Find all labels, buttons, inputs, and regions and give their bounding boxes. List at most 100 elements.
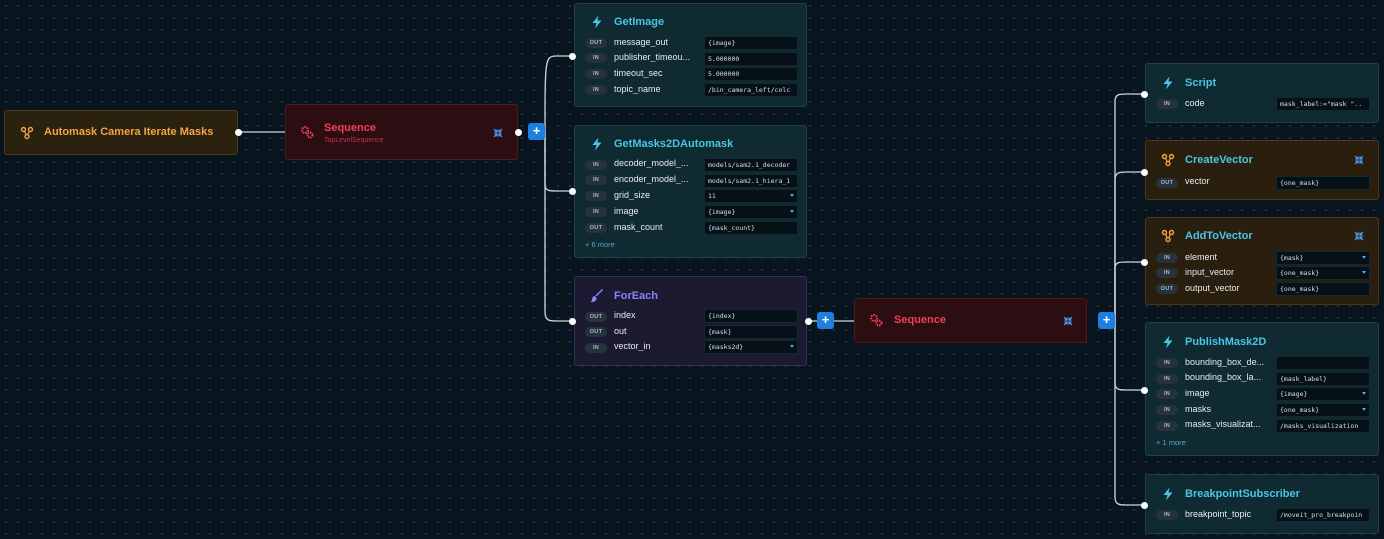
more-ports-link[interactable]: + 6 more <box>585 240 615 249</box>
node-title: BreakpointSubscriber <box>1185 488 1300 500</box>
input-port-dot[interactable] <box>1141 259 1148 266</box>
chevron-down-icon <box>1362 271 1366 274</box>
port-value-field[interactable]: /bin_camera_left/colc <box>704 83 798 97</box>
chevron-down-icon <box>790 210 794 213</box>
port-direction-badge: IN <box>585 175 607 185</box>
chevron-down-icon <box>1362 392 1366 395</box>
input-port-dot[interactable] <box>1141 91 1148 98</box>
port-name: bounding_box_de... <box>1185 357 1265 367</box>
lightning-icon <box>592 137 602 151</box>
port-name: element <box>1185 252 1218 262</box>
chevron-down-icon <box>1362 408 1366 411</box>
port-name: vector_in <box>614 341 651 351</box>
port-select[interactable]: {masks2d} <box>704 340 798 354</box>
script-node[interactable]: Script IN code mask_label:="mask ".. <box>1145 63 1379 123</box>
port-value-field[interactable]: 5.000000 <box>704 67 798 81</box>
get-image-node[interactable]: GetImage OUT message_out {image} IN publ… <box>574 3 807 107</box>
collapse-icon[interactable] <box>1354 155 1364 165</box>
collapse-icon[interactable] <box>1354 231 1364 241</box>
input-port-dot[interactable] <box>569 188 576 195</box>
root-title: Automask Camera Iterate Masks <box>44 126 214 138</box>
port-name: message_out <box>614 37 669 47</box>
port-direction-badge: OUT <box>585 223 607 233</box>
port-direction-badge: IN <box>585 343 607 353</box>
sequence-title: Sequence <box>894 314 946 326</box>
port-direction-badge: IN <box>1156 421 1178 431</box>
port-value-field[interactable]: {mask_count} <box>704 221 798 235</box>
port-name: image <box>614 206 639 216</box>
publish-mask-node[interactable]: PublishMask2D IN bounding_box_de... IN b… <box>1145 322 1379 456</box>
sequence-inner-node[interactable]: Sequence <box>854 298 1087 343</box>
port-name: decoder_model_... <box>614 158 689 168</box>
get-masks-node[interactable]: GetMasks2DAutomask IN decoder_model_... … <box>574 125 807 258</box>
port-value-field[interactable]: {index} <box>704 309 798 323</box>
chevron-down-icon <box>790 345 794 348</box>
port-value-field[interactable]: {image} <box>704 36 798 50</box>
port-value-field[interactable]: {mask} <box>704 325 798 339</box>
port-name: vector <box>1185 176 1210 186</box>
output-port-dot[interactable] <box>515 129 522 136</box>
lightning-icon <box>592 15 602 29</box>
port-name: input_vector <box>1185 267 1235 277</box>
add-child-button[interactable]: + <box>528 123 545 140</box>
port-value-field[interactable]: {one_mask} <box>1276 176 1370 190</box>
port-select[interactable]: {image} <box>704 205 798 219</box>
port-name: bounding_box_la... <box>1185 372 1262 382</box>
output-port-dot[interactable] <box>805 318 812 325</box>
port-name: topic_name <box>614 84 661 94</box>
port-name: publisher_timeou... <box>614 52 691 62</box>
port-direction-badge: IN <box>585 191 607 201</box>
input-port-dot[interactable] <box>1141 502 1148 509</box>
port-direction-badge: OUT <box>1156 178 1178 188</box>
port-name: encoder_model_... <box>614 174 689 184</box>
port-value-field[interactable]: {one_mask} <box>1276 282 1370 296</box>
port-value-field[interactable]: /masks_visualization <box>1276 419 1370 433</box>
port-select[interactable]: {mask} <box>1276 251 1370 265</box>
port-value-field[interactable]: /moveit_pro_breakpoin <box>1276 508 1370 522</box>
port-direction-badge: IN <box>585 85 607 95</box>
create-vector-node[interactable]: CreateVector OUT vector {one_mask} <box>1145 140 1379 200</box>
port-select[interactable]: 11 <box>704 189 798 203</box>
port-value-field[interactable]: 5.000000 <box>704 52 798 66</box>
collapse-icon[interactable] <box>493 128 503 138</box>
port-direction-badge: IN <box>585 69 607 79</box>
port-select[interactable]: {one_mask} <box>1276 266 1370 280</box>
port-value-field[interactable] <box>1276 356 1370 370</box>
add-to-vector-node[interactable]: AddToVector IN element {mask} IN input_v… <box>1145 217 1379 305</box>
input-port-dot[interactable] <box>569 53 576 60</box>
port-direction-badge: IN <box>1156 389 1178 399</box>
node-title: PublishMask2D <box>1185 336 1267 348</box>
port-value-field[interactable]: mask_label:="mask ".. <box>1276 97 1370 111</box>
port-select[interactable]: {one_mask} <box>1276 403 1370 417</box>
node-title: GetImage <box>614 16 665 28</box>
root-node[interactable]: Automask Camera Iterate Masks <box>4 110 238 155</box>
port-value-field[interactable]: models/sam2.1_hiera_1 <box>704 174 798 188</box>
add-child-button[interactable]: + <box>1098 312 1115 329</box>
port-direction-badge: OUT <box>585 38 607 48</box>
collapse-icon[interactable] <box>1063 316 1073 326</box>
port-direction-badge: IN <box>585 207 607 217</box>
sequence-top-node[interactable]: Sequence TopLevelSequence <box>285 104 518 160</box>
tree-icon <box>20 126 34 140</box>
input-port-dot[interactable] <box>569 318 576 325</box>
breakpoint-subscriber-node[interactable]: BreakpointSubscriber IN breakpoint_topic… <box>1145 474 1379 534</box>
node-title: ForEach <box>614 290 659 302</box>
port-name: grid_size <box>614 190 651 200</box>
port-name: code <box>1185 98 1205 108</box>
port-name: image <box>1185 388 1210 398</box>
node-title: GetMasks2DAutomask <box>614 138 734 150</box>
input-port-dot[interactable] <box>1141 169 1148 176</box>
foreach-node[interactable]: ForEach OUT index {index} OUT out {mask}… <box>574 276 807 366</box>
port-direction-badge: OUT <box>585 312 607 322</box>
brush-icon <box>590 289 603 303</box>
port-name: mask_count <box>614 222 663 232</box>
input-port-dot[interactable] <box>1141 387 1148 394</box>
port-select[interactable]: {image} <box>1276 387 1370 401</box>
more-ports-link[interactable]: + 1 more <box>1156 438 1186 447</box>
port-value-field[interactable]: {mask_label} <box>1276 372 1370 386</box>
output-port-dot[interactable] <box>235 129 242 136</box>
port-direction-badge: IN <box>1156 374 1178 384</box>
port-value-field[interactable]: models/sam2.1_decoder <box>704 158 798 172</box>
port-direction-badge: IN <box>585 53 607 63</box>
add-child-button[interactable]: + <box>817 312 834 329</box>
